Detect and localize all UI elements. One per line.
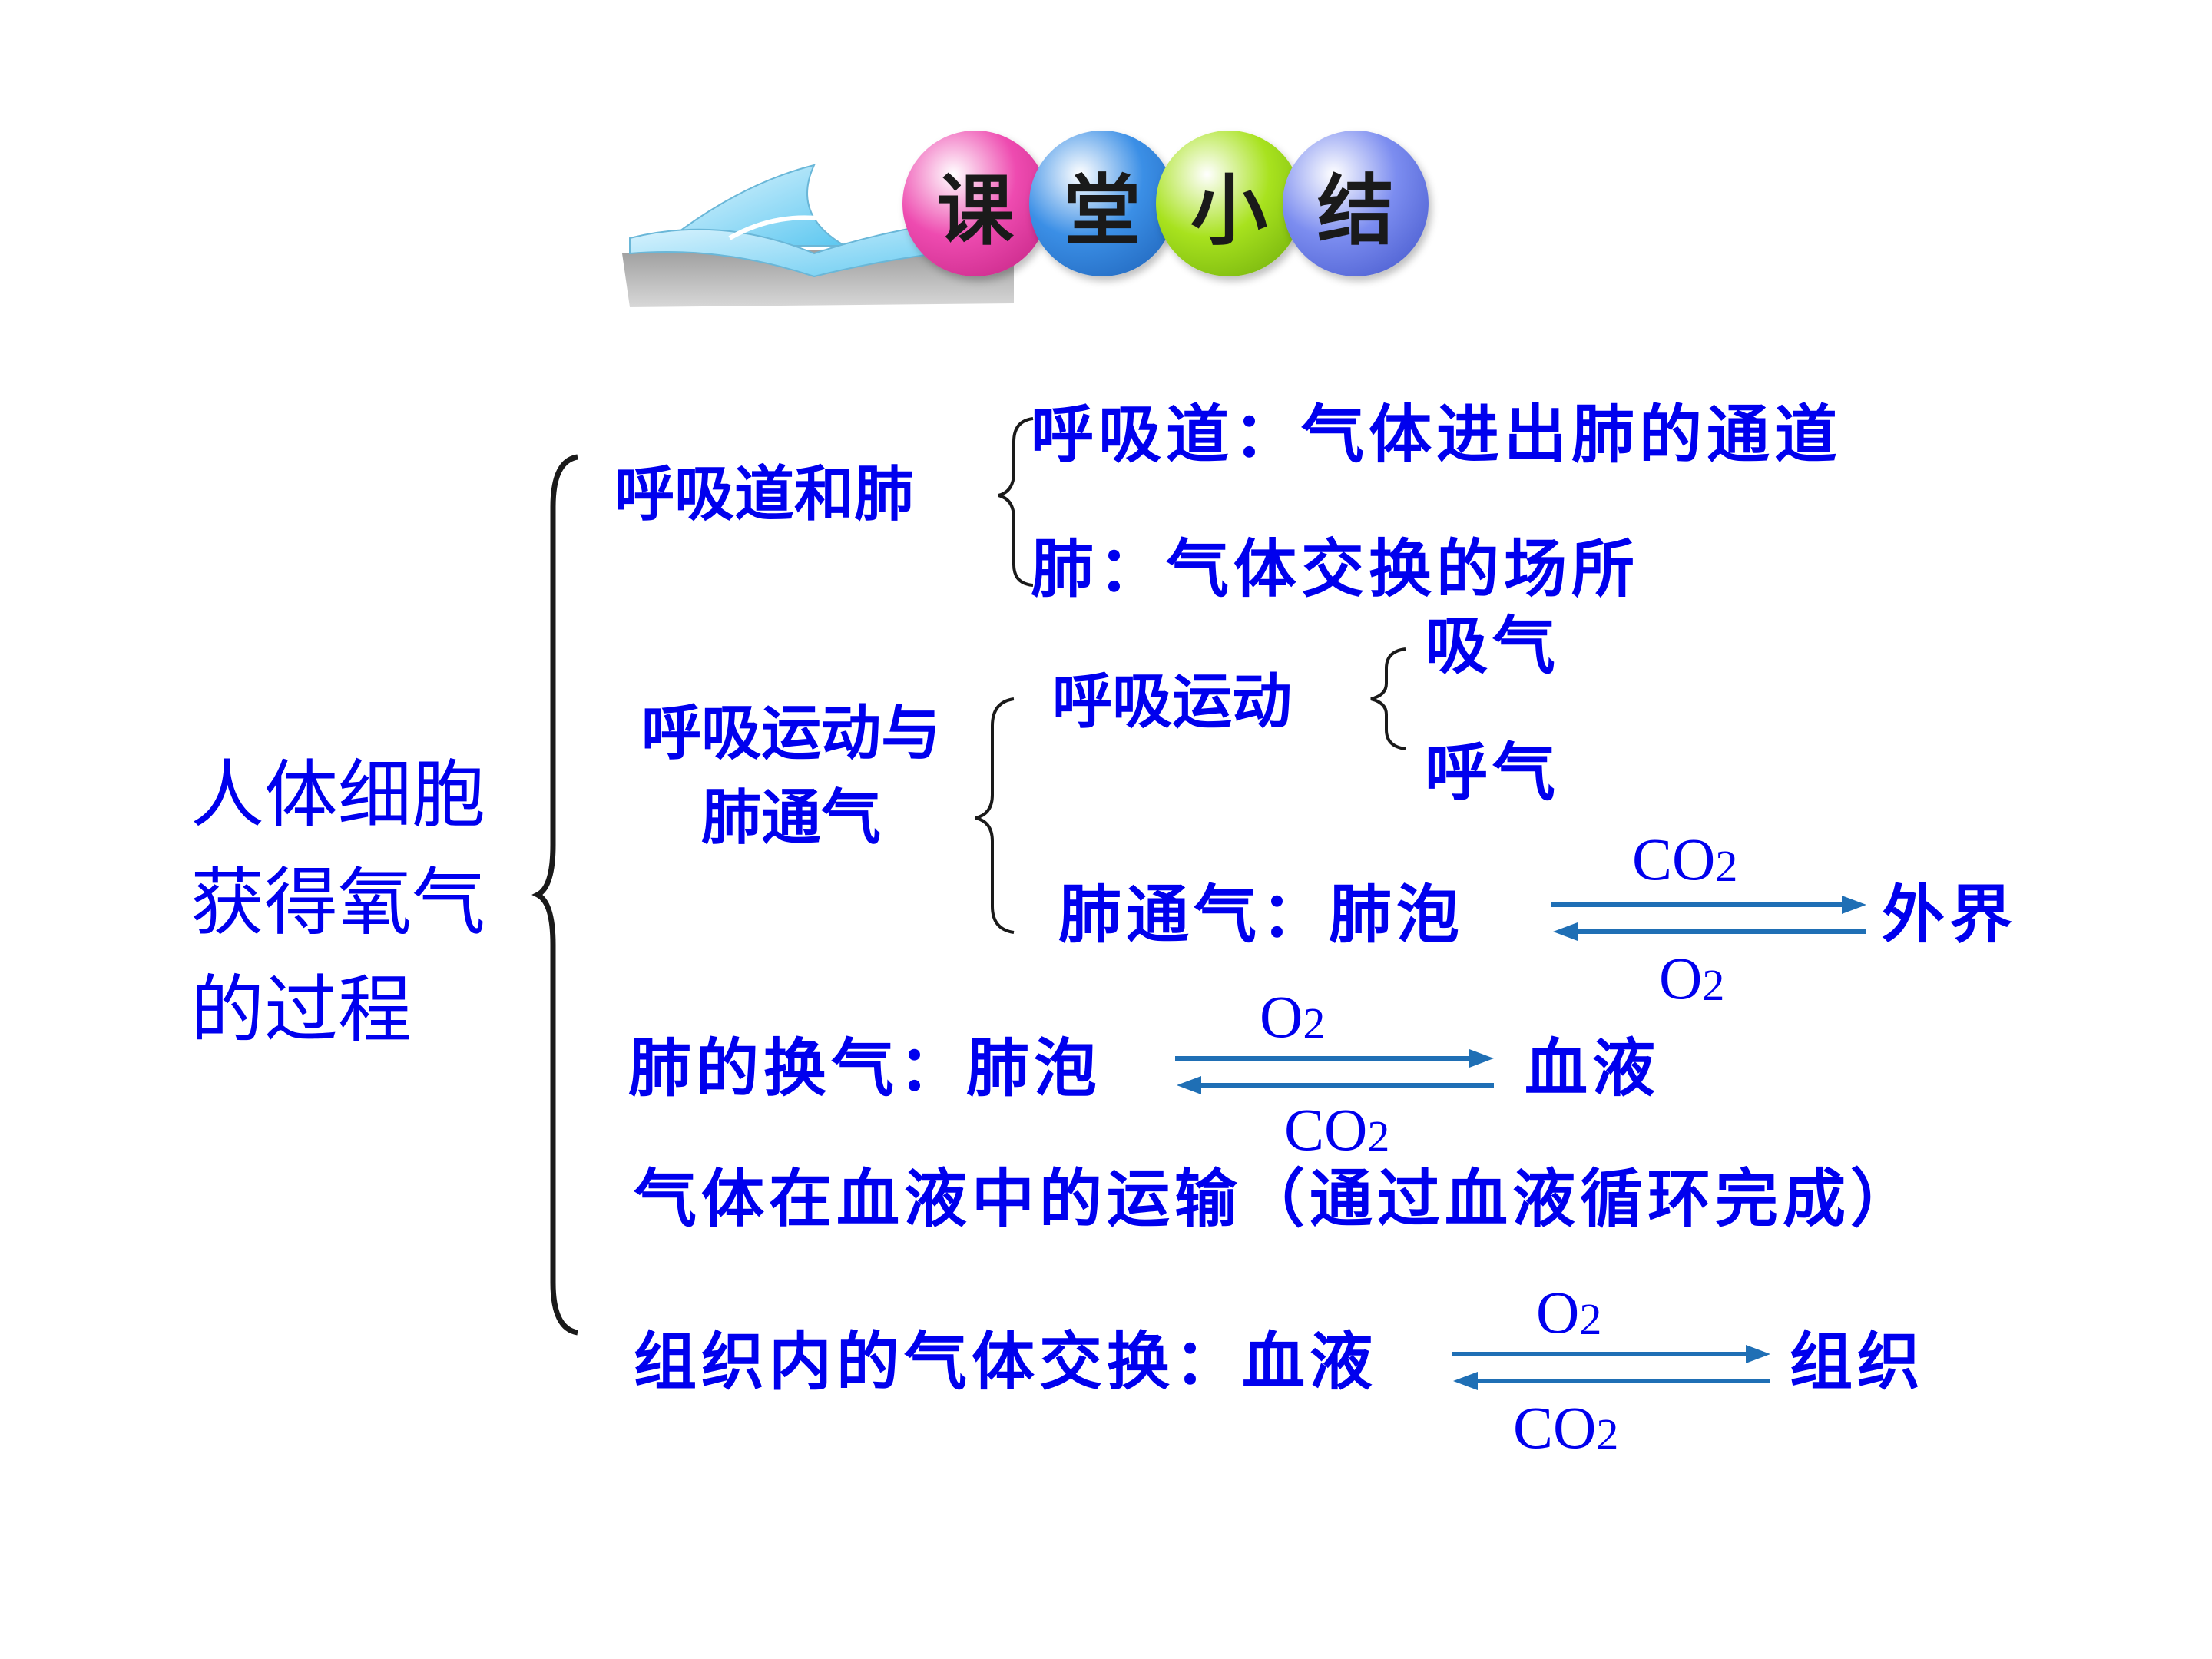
movement-label-line-1: 呼吸运动与 — [641, 698, 941, 768]
lung-exchange-arrows — [1175, 1049, 1494, 1094]
transport-text: 气体在血液中的运输（通过血液循环完成） — [634, 1162, 1919, 1236]
tissue-exchange-label: 组织内的气体交换：血液 — [634, 1325, 1378, 1399]
lung-exchange-bottom-gas: CO2 — [1284, 1096, 1390, 1163]
badge-ball-4: 结 — [1283, 131, 1429, 276]
root-line-1: 人体细胞 — [190, 752, 485, 838]
badge-ball-1: 课 — [902, 131, 1048, 276]
root-line-3: 的过程 — [190, 967, 412, 1053]
badge-ball-2: 堂 — [1029, 131, 1175, 276]
ventilation-label: 肺通气：肺泡 — [1058, 878, 1465, 952]
airway-item-2: 肺：气体交换的场所 — [1031, 532, 1640, 606]
resp-item-exhale: 呼气 — [1425, 736, 1561, 810]
lung-exchange-label: 肺的换气：肺泡 — [628, 1031, 1102, 1105]
root-line-2: 获得氧气 — [190, 859, 485, 945]
lung-exchange-top-gas: O2 — [1260, 983, 1326, 1050]
root-brace — [531, 454, 578, 1336]
airway-label: 呼吸道和肺 — [614, 459, 915, 529]
root-label: 人体细胞 获得氧气 的过程 — [190, 741, 485, 1064]
airway-item-1: 呼吸道：气体进出肺的通道 — [1031, 398, 1843, 472]
header-badge: 课 堂 小 结 — [614, 131, 1475, 323]
tissue-exchange-bottom-gas: CO2 — [1513, 1394, 1619, 1461]
movement-brace — [975, 697, 1015, 934]
movement-label-line-2: 肺通气 — [700, 783, 881, 853]
ventilation-bottom-gas: O2 — [1659, 945, 1725, 1012]
ventilation-target: 外界 — [1882, 878, 2018, 952]
airway-brace — [998, 417, 1034, 587]
resp-label: 呼吸运动 — [1052, 667, 1293, 737]
tissue-exchange-top-gas: O2 — [1536, 1279, 1602, 1346]
badge-ball-3: 小 — [1156, 131, 1302, 276]
resp-brace — [1370, 647, 1406, 750]
ventilation-top-gas: CO2 — [1632, 826, 1738, 892]
tissue-exchange-arrows — [1452, 1345, 1770, 1390]
resp-item-inhale: 吸气 — [1425, 609, 1561, 683]
movement-label: 呼吸运动与 肺通气 — [603, 691, 979, 860]
ventilation-arrows — [1551, 896, 1866, 941]
tissue-exchange-target: 组织 — [1790, 1325, 1926, 1399]
lung-exchange-target: 血液 — [1525, 1031, 1661, 1105]
